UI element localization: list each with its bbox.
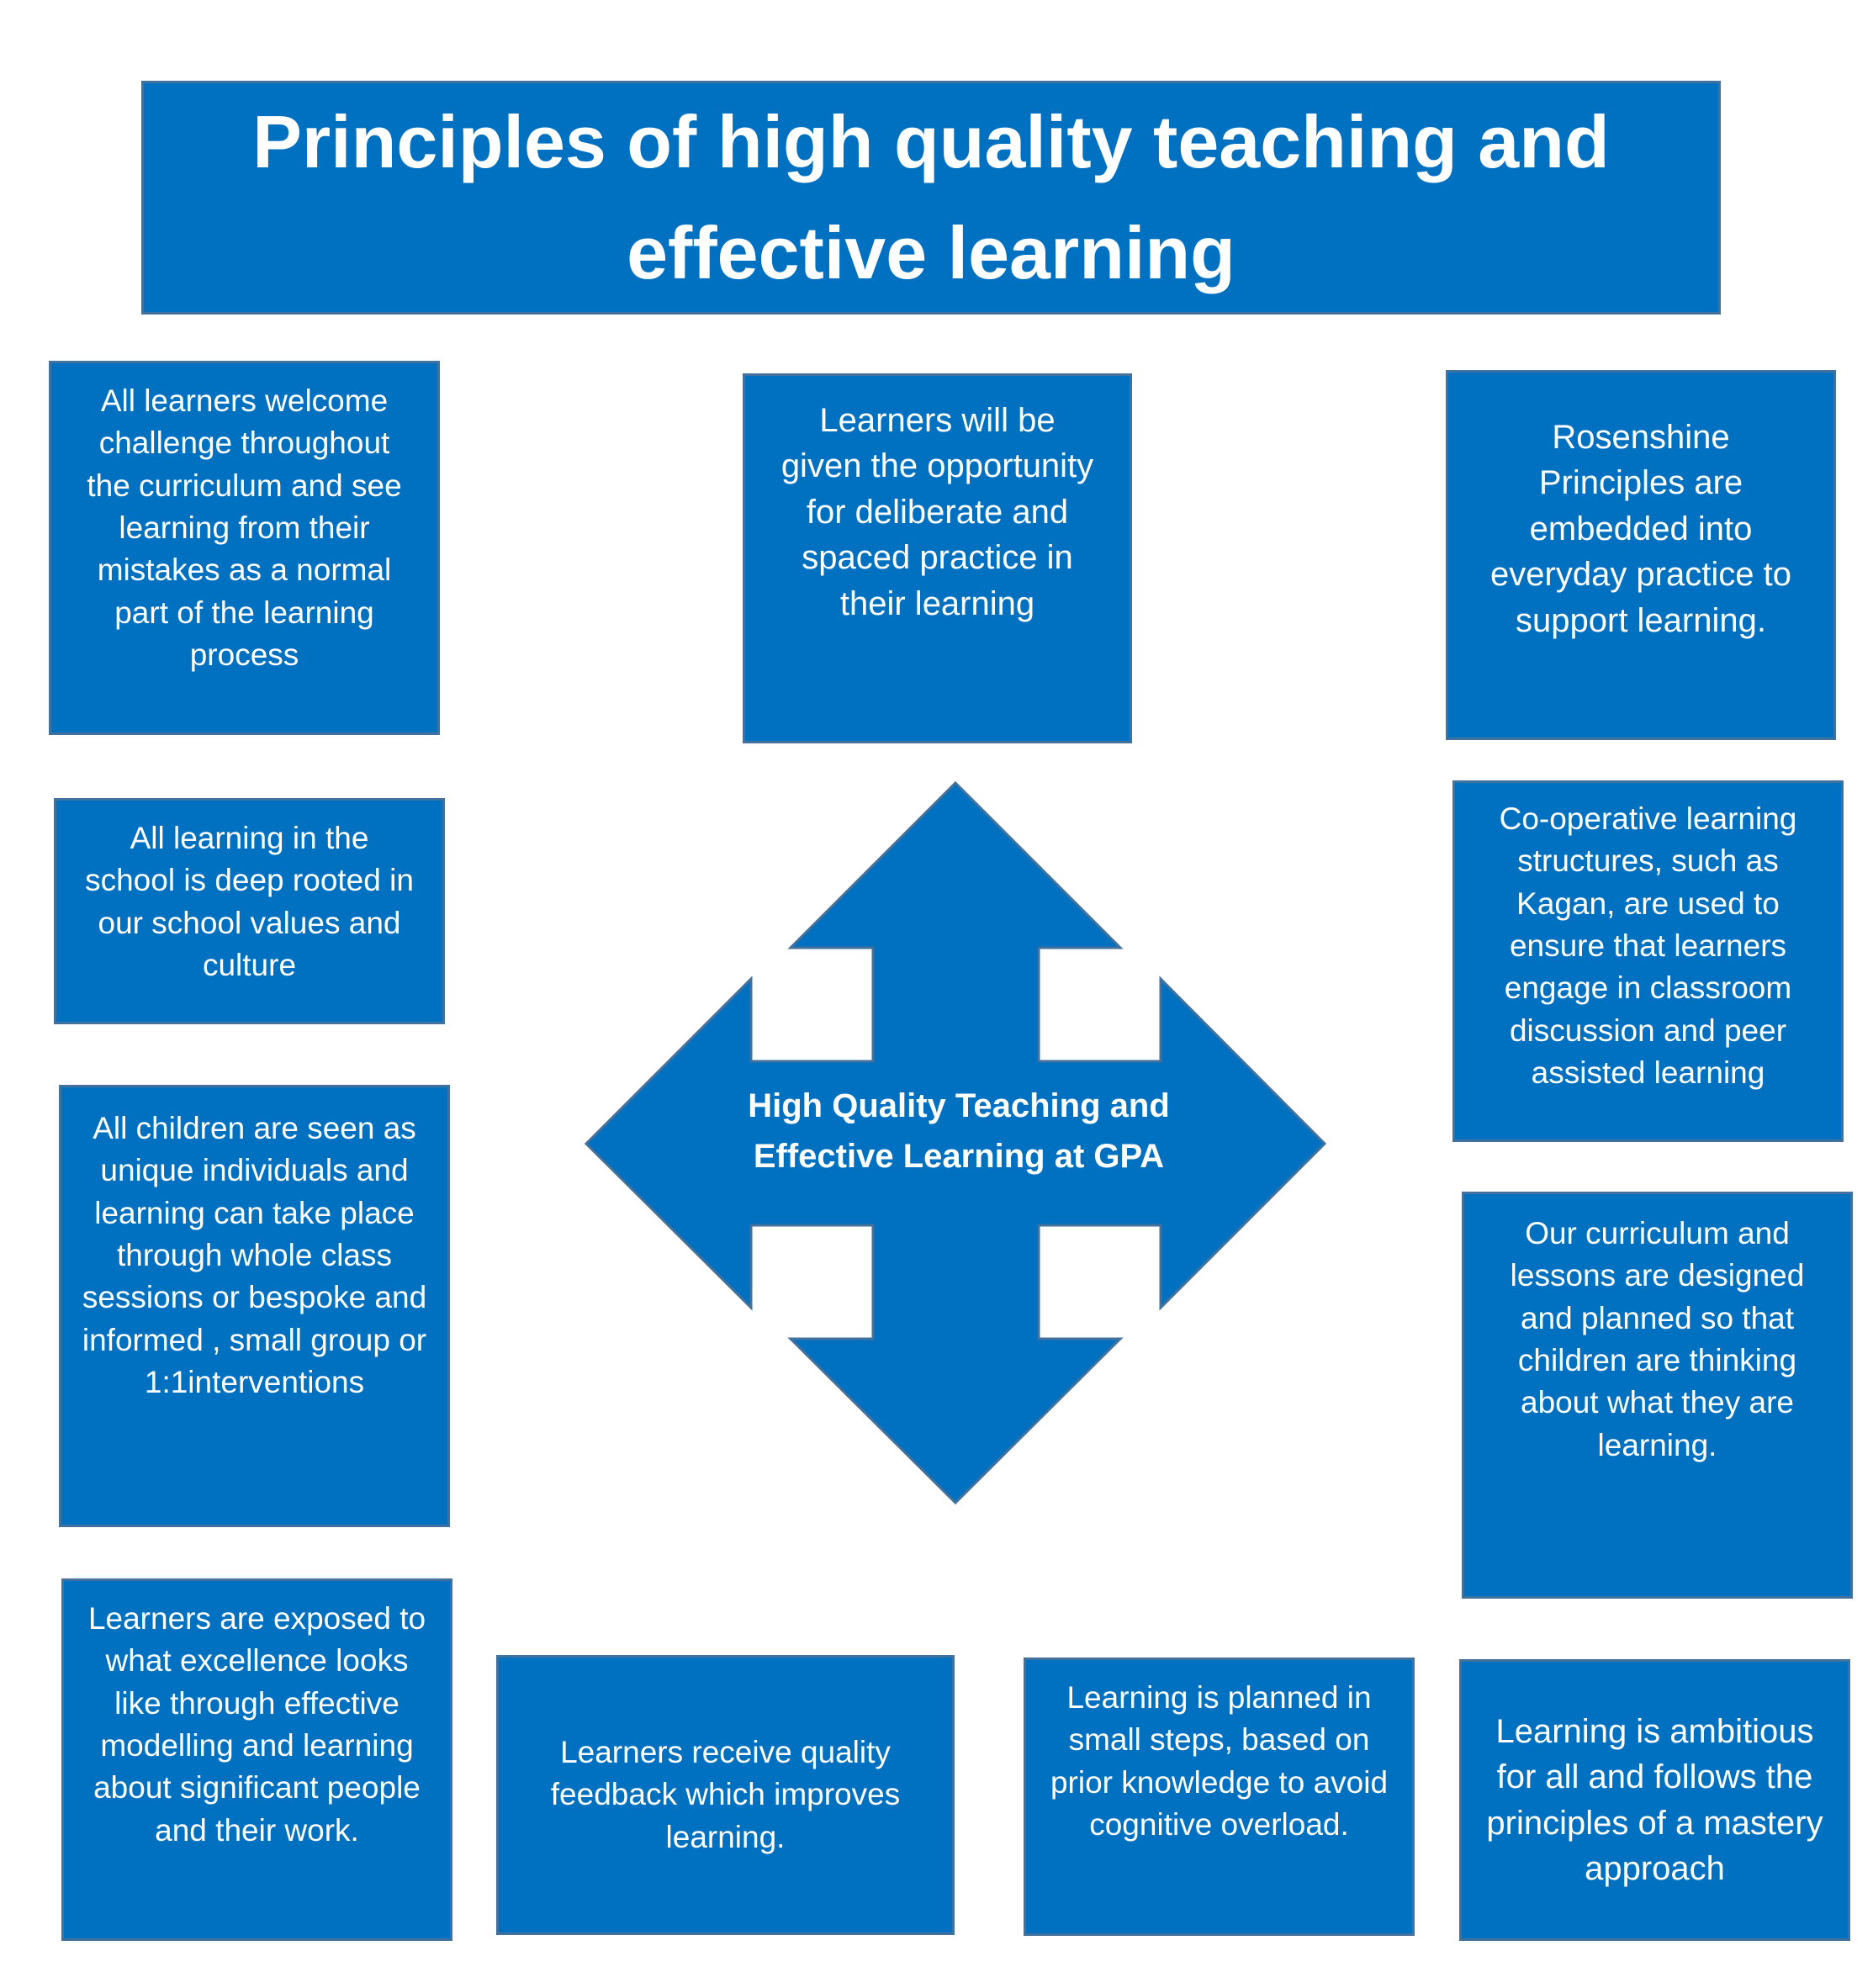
principle-text: All children are seen as unique individu… — [82, 1111, 427, 1399]
principle-box-excellence: Learners are exposed to what excellence … — [61, 1578, 452, 1941]
principle-box-curriculum: Our curriculum and lessons are designed … — [1462, 1192, 1853, 1599]
principle-text: Learners are exposed to what excellence … — [87, 1601, 426, 1848]
principle-box-small-steps: Learning is planned in small steps, base… — [1024, 1658, 1415, 1936]
principle-box-feedback: Learners receive quality feedback which … — [496, 1655, 955, 1935]
principle-box-mastery: Learning is ambitious for all and follow… — [1459, 1659, 1850, 1941]
title-banner: Principles of high quality teaching and … — [141, 81, 1721, 315]
principle-box-values: All learning in the school is deep roote… — [54, 798, 445, 1024]
principle-text: Learning is planned in small steps, base… — [1050, 1680, 1389, 1842]
principle-box-practice: Learners will be given the opportunity f… — [743, 373, 1132, 743]
principle-text: Our curriculum and lessons are designed … — [1510, 1216, 1805, 1462]
principle-text: Co-operative learning structures, such a… — [1499, 801, 1797, 1090]
center-label: High Quality Teaching and Effective Lear… — [748, 1087, 1170, 1175]
principle-text: Learners receive quality feedback which … — [550, 1735, 901, 1854]
principle-text: Learning is ambitious for all and follow… — [1486, 1712, 1823, 1887]
principle-text: All learners welcome challenge throughou… — [87, 383, 402, 672]
principle-box-challenge: All learners welcome challenge throughou… — [49, 361, 440, 735]
principle-text: All learning in the school is deep roote… — [85, 821, 414, 982]
page-title: Principles of high quality teaching and … — [252, 100, 1610, 294]
principle-text: Learners will be given the opportunity f… — [780, 402, 1094, 622]
principle-text: Rosenshine Principles are embedded into … — [1490, 419, 1791, 639]
principle-box-cooperative: Co-operative learning structures, such a… — [1452, 780, 1844, 1142]
principle-box-rosenshine: Rosenshine Principles are embedded into … — [1446, 370, 1836, 740]
principle-box-individuals: All children are seen as unique individu… — [59, 1085, 450, 1527]
